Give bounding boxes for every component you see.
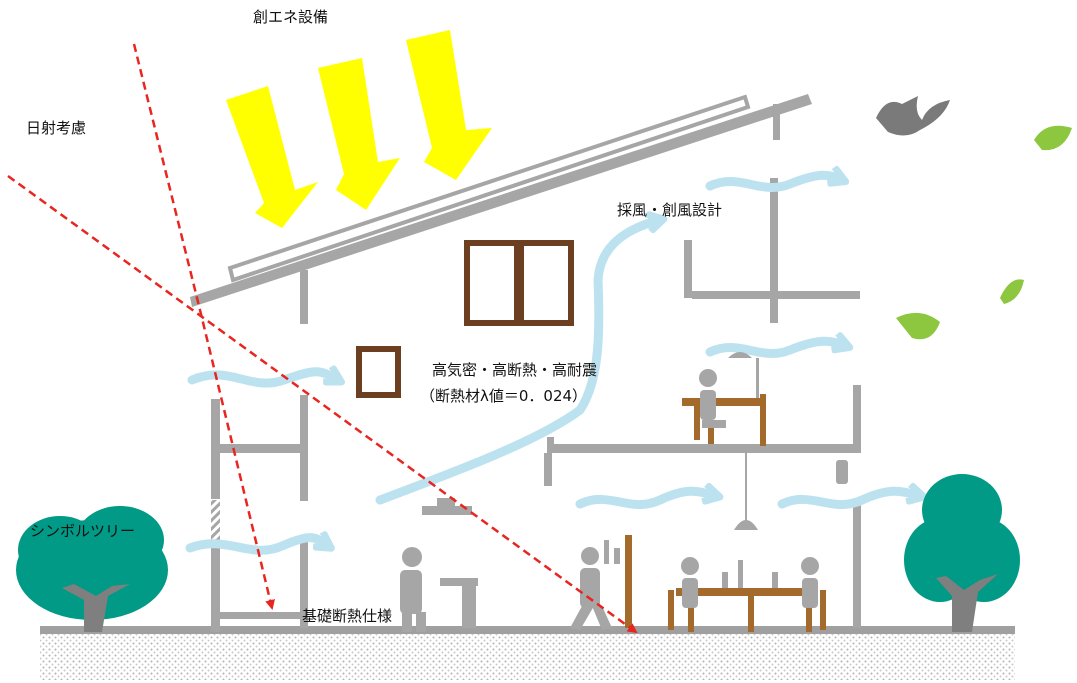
sunlight-lines [7, 43, 638, 634]
symbol-tree-label: シンボルツリー [30, 522, 136, 540]
right-tree [904, 474, 1020, 632]
windows [356, 240, 574, 398]
house-structure [190, 94, 861, 632]
insulation-label-line2: （断熱材λ値＝0．024） [420, 387, 588, 405]
foundation-insulation-label: 基礎断熱仕様 [302, 607, 393, 625]
people [400, 352, 819, 632]
insulation-label-line1: 高気密・高断熱・高耐震 [432, 361, 598, 379]
bird-icon [876, 96, 950, 136]
left-tree [16, 506, 168, 632]
solar-consideration-label: 日射考慮 [26, 119, 87, 137]
leaves [896, 125, 1072, 340]
sun-arrows [226, 30, 492, 228]
wind-design-label: 採風・創風設計 [617, 201, 723, 219]
wind-arrows [185, 175, 920, 555]
ground [40, 626, 1015, 680]
energy-equipment-label: 創エネ設備 [253, 8, 329, 26]
furniture [668, 394, 826, 632]
